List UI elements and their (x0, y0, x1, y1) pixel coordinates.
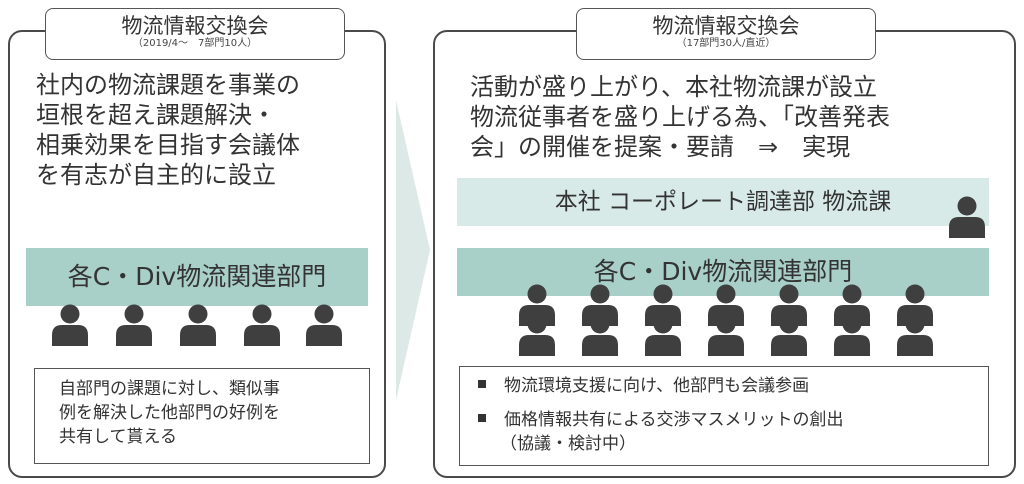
hq-band: 本社 コーポレート調達部 物流課 (457, 178, 989, 226)
right-department-label: 各C・Div物流関連部門 (593, 257, 853, 286)
right-description-line: 物流従事者を盛り上げる為、「改善発表 (470, 103, 890, 131)
person-icon (834, 314, 870, 356)
person-icon (949, 196, 985, 238)
hq-label: 本社 コーポレート調達部 物流課 (554, 189, 892, 215)
left-note-line: 共有して貰える (59, 427, 177, 447)
person-icon (708, 314, 744, 356)
right-bullet-text: 物流環境支援に向け、他部門も会議参画 (504, 376, 810, 396)
left-title: 物流情報交換会 (121, 14, 269, 38)
person-icon (771, 314, 807, 356)
left-note-line: 自部門の課題に対し、類似事 (59, 379, 280, 399)
right-description-line: 活動が盛り上がり、本社物流課が設立 (470, 73, 878, 101)
left-note-line: 例を解決した他部門の好例を (59, 403, 280, 423)
left-subtitle: （2019/4～ 7部門10人） (132, 38, 258, 49)
right-title: 物流情報交換会 (652, 14, 800, 38)
right-description-line: 会」の開催を提案・要請 ⇒ 実現 (470, 133, 851, 161)
left-title-box: 物流情報交換会 （2019/4～ 7部門10人） (45, 8, 345, 60)
left-description-line: 相乗効果を目指す会議体 (36, 131, 300, 159)
left-description-line: 社内の物流課題を事業の (36, 71, 300, 99)
right-bullet-2: 価格情報共有による交渉マスメリットの創出 (478, 408, 844, 432)
right-bullet-text: 価格情報共有による交渉マスメリットの創出 (504, 410, 844, 430)
right-description: 活動が盛り上がり、本社物流課が設立 物流従事者を盛り上げる為、「改善発表 会」の… (470, 72, 1000, 162)
right-bullet-3: （協議・検討中） (500, 432, 636, 456)
left-department-label: 各C・Div物流関連部門 (67, 262, 327, 291)
left-description: 社内の物流課題を事業の 垣根を超え課題解決・ 相乗効果を目指す会議体 を有志が自… (36, 70, 376, 190)
person-icon (180, 304, 216, 346)
right-subtitle: （17部門30人/直近） (676, 38, 776, 49)
person-icon (519, 314, 555, 356)
left-department-band: 各C・Div物流関連部門 (26, 248, 368, 306)
person-icon (645, 314, 681, 356)
right-title-box: 物流情報交換会 （17部門30人/直近） (576, 8, 876, 60)
right-bullet-1: 物流環境支援に向け、他部門も会議参画 (478, 374, 809, 398)
bullet-square-icon (478, 414, 486, 422)
right-bullet-text: （協議・検討中） (500, 434, 636, 454)
person-icon (116, 304, 152, 346)
person-icon (897, 314, 933, 356)
person-icon (306, 304, 342, 346)
bullet-square-icon (478, 380, 486, 388)
person-icon (582, 314, 618, 356)
arrow-right-icon (396, 100, 430, 400)
left-description-line: 垣根を超え課題解決・ (36, 101, 276, 129)
person-icon (52, 304, 88, 346)
left-description-line: を有志が自主的に設立 (36, 161, 276, 189)
person-icon (244, 304, 280, 346)
right-note-box (459, 366, 989, 466)
left-note-box: 自部門の課題に対し、類似事 例を解決した他部門の好例を 共有して貰える (34, 368, 370, 464)
